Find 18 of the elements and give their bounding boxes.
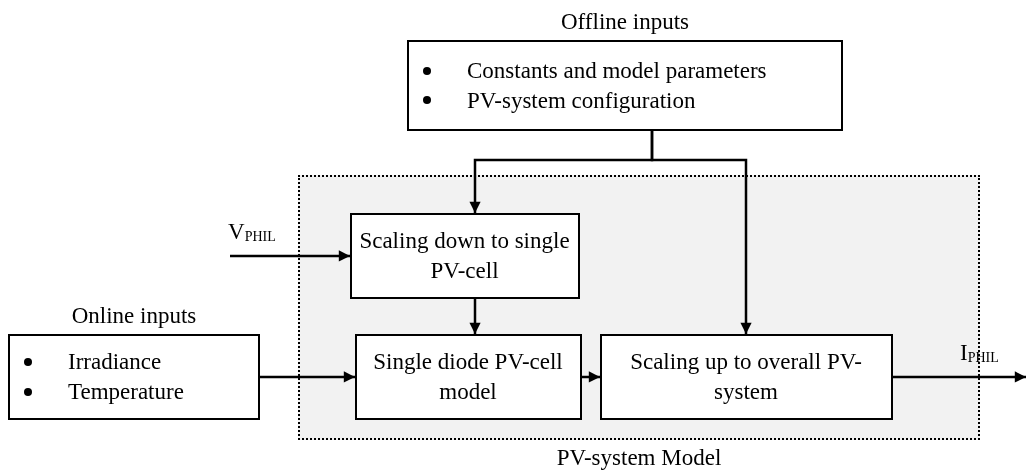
box-title: Offline inputs xyxy=(560,8,690,36)
process-box: Scaling down to single PV-cell xyxy=(349,212,580,299)
arrow xyxy=(582,371,600,383)
process-box: Scaling up to overall PV-system xyxy=(599,333,893,420)
edge-label: I$_{PHIL}$ xyxy=(960,340,999,366)
list-item: Temperature xyxy=(68,378,184,406)
process-box: Single diode PV-cell model xyxy=(354,333,582,420)
arrow xyxy=(893,371,1026,383)
region-title: PV-system Model xyxy=(555,444,723,472)
list-item: PV-system configuration xyxy=(467,86,696,115)
arrow xyxy=(260,371,355,383)
arrow xyxy=(230,250,350,262)
list-item: Irradiance xyxy=(68,348,162,377)
edge-label: V$_{PHIL}$ xyxy=(228,219,276,245)
list-item: Constants and model parameters xyxy=(467,56,767,85)
arrow xyxy=(650,131,752,334)
arrow xyxy=(469,299,481,334)
box-title: Online inputs xyxy=(70,302,198,330)
